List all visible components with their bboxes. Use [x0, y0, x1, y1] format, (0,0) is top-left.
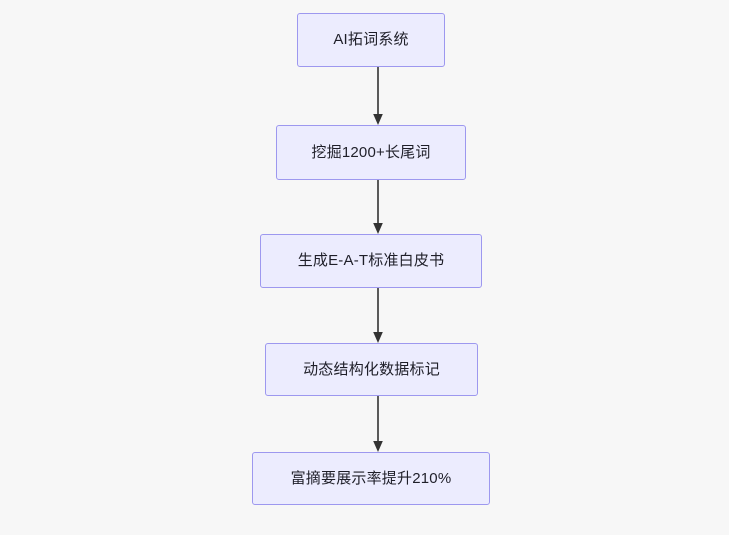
flow-node-ai-keyword-system[interactable]: AI拓词系统	[297, 13, 445, 67]
connector-n4-n5	[371, 396, 385, 454]
flow-node-rich-snippet-uplift[interactable]: 富摘要展示率提升210%	[252, 452, 490, 505]
connector-n1-n2	[371, 67, 385, 127]
flow-node-eat-whitepaper[interactable]: 生成E-A-T标准白皮书	[260, 234, 482, 288]
connector-n2-n3	[371, 180, 385, 236]
flow-node-longtail-keywords[interactable]: 挖掘1200+长尾词	[276, 125, 466, 180]
connector-n3-n4	[371, 288, 385, 345]
flow-node-structured-data-markup[interactable]: 动态结构化数据标记	[265, 343, 478, 396]
